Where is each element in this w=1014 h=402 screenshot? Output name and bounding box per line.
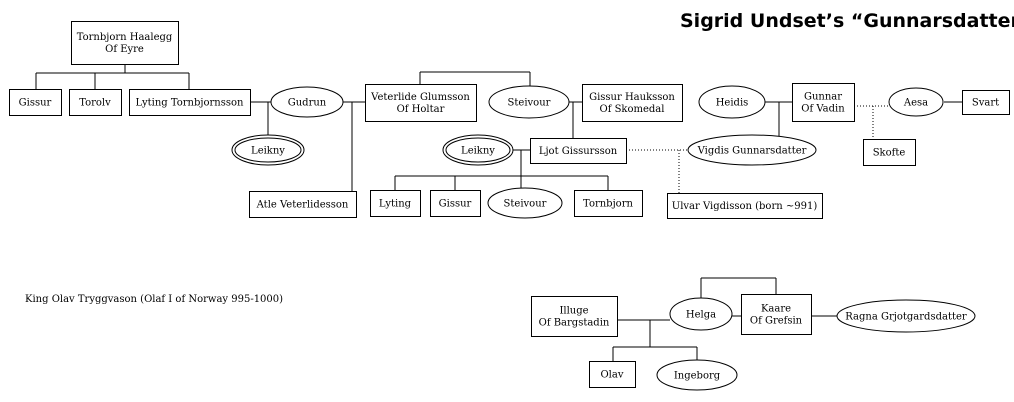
node-heidis: Heidis	[698, 85, 766, 119]
node-ljot: Ljot Gissursson	[530, 138, 627, 164]
person-box	[9, 89, 62, 116]
person-label: Veterlide Glumsson	[370, 92, 470, 103]
person-label: Illuge	[559, 306, 588, 317]
diagram-title: Sigrid Undset’s “Gunnarsdatter”	[680, 10, 1014, 32]
node-steivour-2: Steivour	[487, 187, 563, 219]
person-label: Of Vadin	[801, 104, 845, 115]
person-ellipse	[270, 86, 344, 118]
person-box	[792, 83, 855, 122]
person-box	[574, 190, 643, 217]
person-label: Ingeborg	[674, 371, 721, 382]
person-box	[582, 84, 683, 122]
person-ellipse-inner	[445, 137, 511, 163]
node-olav: Olav	[589, 361, 636, 388]
person-ellipse	[687, 134, 817, 166]
node-lyting-tornbjornsson: Lyting Tornbjornsson	[129, 89, 251, 116]
node-leikny-1: Leikny	[231, 134, 305, 166]
person-label: Gissur	[439, 199, 472, 210]
node-ulvar: Ulvar Vigdisson (born ~991)	[667, 193, 823, 219]
person-label: Vigdis Gunnarsdatter	[697, 146, 807, 157]
person-label: Kaare	[761, 304, 791, 315]
person-label: Gissur	[19, 98, 52, 109]
person-label: Ragna Grjotgardsdatter	[845, 312, 967, 323]
person-label: Svart	[972, 98, 999, 109]
person-box	[667, 193, 823, 219]
person-ellipse	[888, 87, 944, 117]
node-leikny-2: Leikny	[442, 134, 514, 166]
person-label: Steivour	[504, 199, 547, 210]
node-helga: Helga	[669, 297, 733, 331]
person-box	[129, 89, 251, 116]
person-label: Tornbjorn	[583, 199, 633, 210]
person-label: Leikny	[251, 146, 285, 157]
person-box	[365, 84, 477, 122]
person-label: Helga	[686, 310, 716, 321]
person-label: Gissur Hauksson	[589, 92, 675, 103]
person-label: Gunnar	[804, 92, 842, 103]
person-label: Of Skomedal	[600, 104, 665, 115]
person-box	[962, 90, 1010, 115]
person-label: Olav	[600, 370, 623, 381]
connector-lines-lower	[612, 277, 837, 361]
node-svart: Svart	[962, 90, 1010, 115]
person-ellipse	[669, 297, 733, 331]
person-box	[249, 191, 357, 218]
person-label: Aesa	[903, 98, 928, 109]
person-ellipse	[698, 85, 766, 119]
person-label: Gudrun	[288, 98, 327, 109]
person-ellipse	[487, 187, 563, 219]
connector-lines	[35, 64, 962, 193]
person-label: Of Holtar	[397, 104, 445, 115]
person-label: Ljot Gissursson	[539, 146, 618, 157]
person-ellipse	[656, 359, 738, 391]
person-label: Of Grefsin	[750, 316, 803, 327]
node-ragna: Ragna Grjotgardsdatter	[836, 299, 976, 333]
person-box	[589, 361, 636, 388]
node-torolv: Torolv	[69, 89, 122, 116]
node-steivour-1: Steivour	[488, 85, 570, 119]
node-gissur-2: Gissur	[430, 190, 481, 217]
person-label: Skofte	[873, 148, 906, 159]
person-label: Tornbjorn Haalegg	[77, 32, 173, 43]
person-ellipse-inner	[234, 137, 302, 163]
node-gudrun: Gudrun	[270, 86, 344, 118]
person-ellipse	[488, 85, 570, 119]
person-label: Torolv	[79, 98, 111, 109]
person-box	[741, 294, 812, 335]
node-ingeborg: Ingeborg	[656, 359, 738, 391]
person-label: Ulvar Vigdisson (born ~991)	[672, 201, 818, 212]
person-label: Of Bargstadin	[539, 318, 610, 329]
node-gissur-1: Gissur	[9, 89, 62, 116]
node-skofte: Skofte	[863, 139, 916, 166]
person-box	[863, 139, 916, 166]
node-lyting: Lyting	[370, 190, 421, 217]
person-label: Atle Veterlidesson	[256, 200, 349, 211]
person-label: Heidis	[716, 98, 749, 109]
person-label: Of Eyre	[105, 44, 144, 55]
person-box	[430, 190, 481, 217]
person-box	[69, 89, 122, 116]
node-vigdis: Vigdis Gunnarsdatter	[687, 134, 817, 166]
person-label: Steivour	[508, 98, 551, 109]
person-box	[531, 296, 618, 337]
node-aesa: Aesa	[888, 87, 944, 117]
person-ellipse	[836, 299, 976, 333]
person-label: Lyting	[379, 199, 412, 210]
person-box	[370, 190, 421, 217]
caption-king-olav: King Olav Tryggvason (Olaf I of Norway 9…	[25, 294, 283, 305]
node-tornbjorn: Tornbjorn	[574, 190, 643, 217]
person-label: Leikny	[461, 146, 495, 157]
node-atle: Atle Veterlidesson	[249, 191, 357, 218]
person-box	[71, 21, 179, 65]
person-label: Lyting Tornbjornsson	[136, 98, 245, 109]
person-box	[530, 138, 627, 164]
